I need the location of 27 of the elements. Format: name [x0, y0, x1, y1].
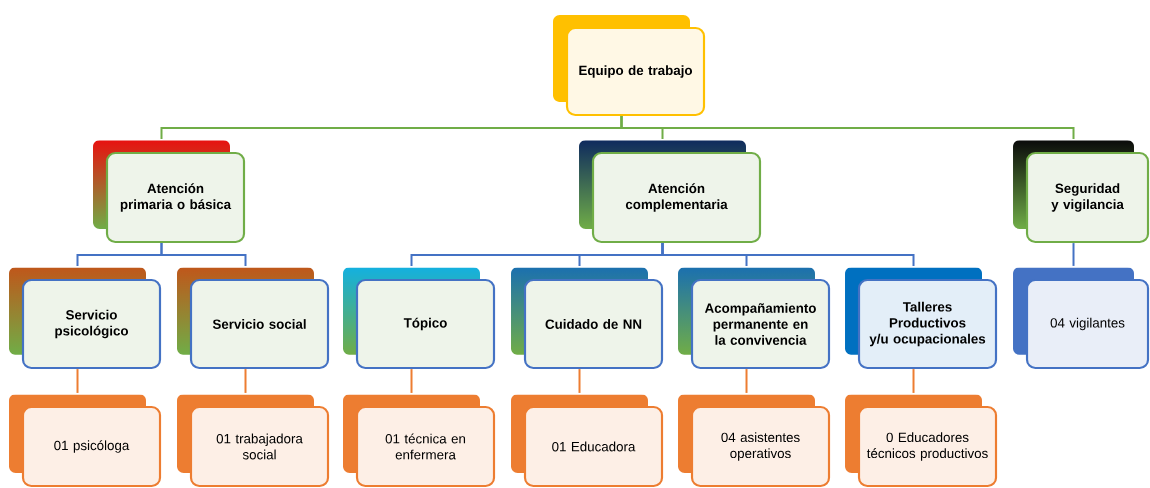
connector-line — [76, 368, 79, 394]
org-card: 01 técnica en enfermera — [355, 405, 496, 488]
connector-line — [620, 115, 1075, 140]
org-card: Cuidado de NN — [523, 278, 664, 370]
org-card: 01 Educadora — [523, 405, 664, 488]
org-card: Talleres Productivos y/u ocupacionales — [857, 278, 998, 370]
org-card: Equipo de trabajo — [565, 26, 706, 117]
org-card: Servicio psicológico — [21, 278, 162, 370]
org-card: 01 trabajadora social — [189, 405, 330, 488]
org-card: Atención primaria o básica — [105, 151, 246, 244]
org-card: 01 psicóloga — [21, 405, 162, 488]
connector-line — [244, 368, 247, 394]
connector-line — [745, 368, 748, 394]
connector-line — [578, 368, 581, 394]
org-card: Tópico — [355, 278, 496, 370]
org-card: Atención complementaria — [591, 151, 762, 244]
connector-line — [160, 242, 247, 267]
org-card: 04 vigilantes — [1025, 278, 1150, 370]
org-card: 04 asistentes operativos — [690, 405, 831, 488]
connector-line — [410, 368, 413, 394]
connector-line — [661, 242, 915, 267]
org-card: Seguridad y vigilancia — [1025, 151, 1150, 244]
connector-line — [912, 368, 915, 394]
org-card: Acompañamiento permanente en la convivencia — [690, 278, 831, 370]
org-card: Servicio social — [189, 278, 330, 370]
connector-line — [1072, 242, 1075, 267]
org-card: 0 Educadores técnicos productivos — [857, 405, 998, 488]
